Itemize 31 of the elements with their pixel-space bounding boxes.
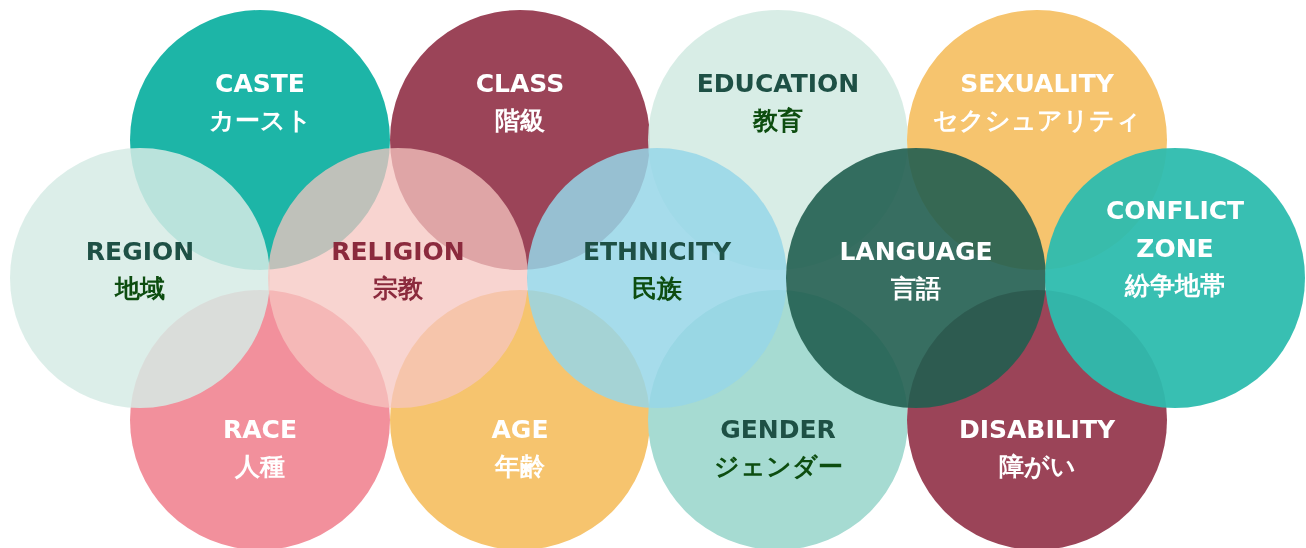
category-label: CONFLICT ZONE	[1104, 195, 1246, 265]
japanese-label: 階級	[495, 105, 545, 137]
category-label: RACE	[223, 414, 297, 446]
category-circle	[9, 147, 271, 409]
category-label: EDUCATION	[696, 68, 860, 100]
category-circle	[1044, 147, 1306, 409]
japanese-label: ジェンダー	[713, 451, 843, 483]
category-label: ETHNICITY	[582, 236, 732, 268]
japanese-label: 紛争地帯	[1125, 270, 1225, 302]
japanese-label: カースト	[208, 105, 312, 137]
category-label: CASTE	[215, 68, 305, 100]
japanese-label: 障がい	[998, 451, 1076, 483]
category-label: DISABILITY	[958, 414, 1116, 446]
category-circle	[267, 147, 529, 409]
category-label: GENDER	[720, 414, 836, 446]
japanese-label: セクシュアリティ	[933, 105, 1141, 137]
category-label: RELIGION	[331, 236, 465, 268]
japanese-label: 宗教	[373, 273, 423, 305]
japanese-label: 教育	[753, 105, 803, 137]
category-label: SEXUALITY	[960, 68, 1114, 100]
category-label: AGE	[491, 414, 549, 446]
japanese-label: 地域	[115, 273, 165, 305]
category-circle	[785, 147, 1047, 409]
japanese-label: 人種	[235, 451, 285, 483]
japanese-label: 民族	[632, 273, 682, 305]
category-label: LANGUAGE	[839, 236, 993, 268]
japanese-label: 年齢	[495, 451, 545, 483]
japanese-label: 言語	[891, 273, 941, 305]
category-circle	[526, 147, 788, 409]
category-label: CLASS	[475, 68, 565, 100]
category-label: REGION	[85, 236, 195, 268]
